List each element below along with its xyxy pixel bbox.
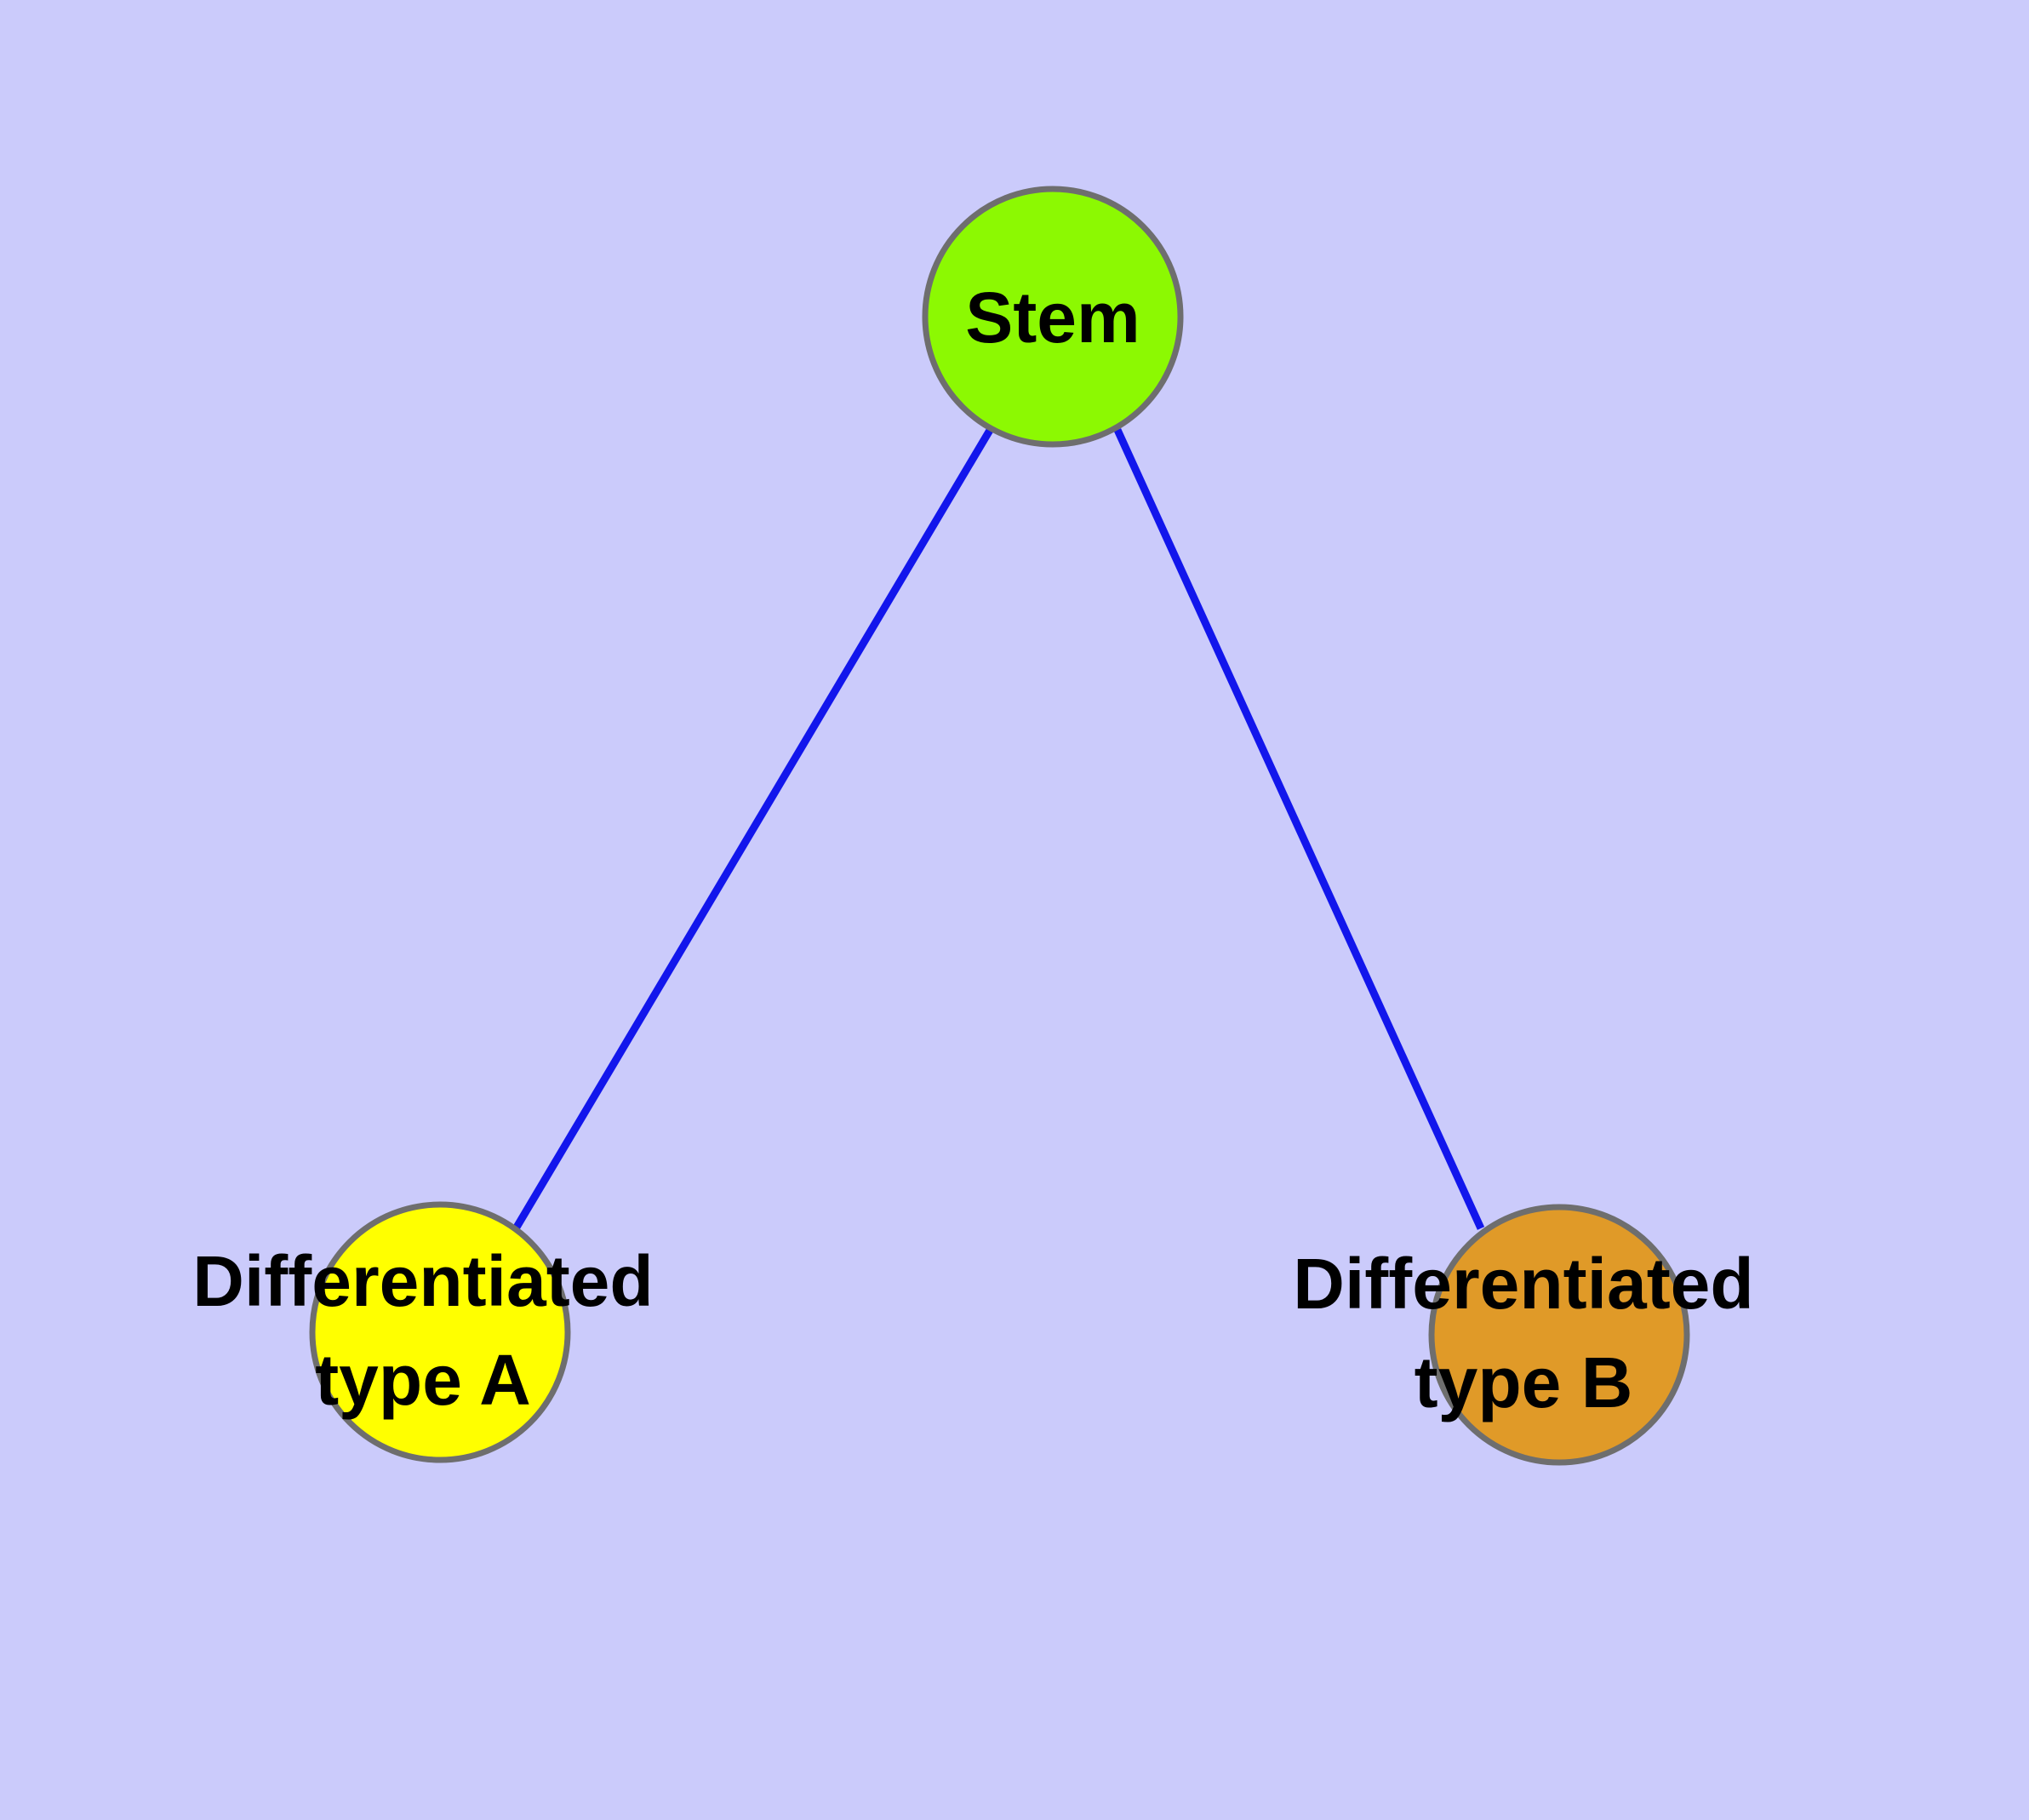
node-differentiated-type-b-label-line-2: type B <box>1415 1342 1633 1422</box>
node-stem-label-line-1: Stem <box>965 278 1140 358</box>
edge-stem-to-differentiated-type-b[interactable] <box>1113 428 1485 1230</box>
nodes-layer: Stem Differentiated type A Differentiate… <box>192 186 1754 1466</box>
node-stem-circle[interactable] <box>922 186 1184 448</box>
node-differentiated-type-b-circle[interactable] <box>1428 1204 1690 1466</box>
node-differentiated-type-a[interactable]: Differentiated type A <box>192 1201 654 1463</box>
edge-stem-to-differentiated-type-a[interactable] <box>512 425 995 1233</box>
node-differentiated-type-a-label-line-2: type A <box>315 1340 531 1420</box>
node-differentiated-type-b-label-line-1: Differentiated <box>1293 1244 1753 1324</box>
node-differentiated-type-b[interactable]: Differentiated type B <box>1293 1204 1754 1466</box>
edges-layer <box>512 425 1485 1233</box>
node-differentiated-type-a-label-line-1: Differentiated <box>192 1241 653 1321</box>
node-stem[interactable]: Stem <box>922 186 1184 448</box>
node-differentiated-type-a-circle[interactable] <box>309 1201 571 1463</box>
